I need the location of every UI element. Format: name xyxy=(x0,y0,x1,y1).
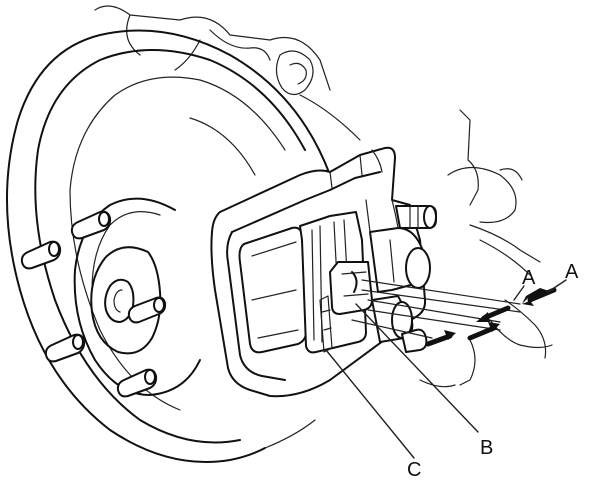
wheel-stud-upper-left xyxy=(20,240,62,270)
pad-spring-c xyxy=(319,295,333,353)
wheel-stud-bottom xyxy=(116,368,158,398)
wheel-stud-lower-left xyxy=(44,333,86,363)
caliper-guide-pin xyxy=(395,205,437,229)
caliper-body xyxy=(365,199,431,353)
callout-label-c: C xyxy=(407,459,421,481)
arrow-left-outer xyxy=(425,330,456,347)
wheel-stud-top xyxy=(70,210,112,240)
callout-label-a-upper: A xyxy=(522,267,536,289)
arrow-a-upper xyxy=(522,287,557,306)
pad-spring-b xyxy=(329,261,373,315)
callout-label-a-lower: A xyxy=(565,261,579,283)
brake-disc xyxy=(6,29,331,463)
arrow-a-lower-secondary xyxy=(467,322,500,341)
callout-label-b: B xyxy=(480,437,493,459)
suspension-background xyxy=(94,5,553,388)
inspection-sight-lines xyxy=(351,279,521,339)
wheel-stud-right xyxy=(127,296,167,324)
arrow-a-lower xyxy=(476,305,511,322)
inner-brake-pad xyxy=(238,226,308,354)
leader-lines xyxy=(325,279,567,459)
